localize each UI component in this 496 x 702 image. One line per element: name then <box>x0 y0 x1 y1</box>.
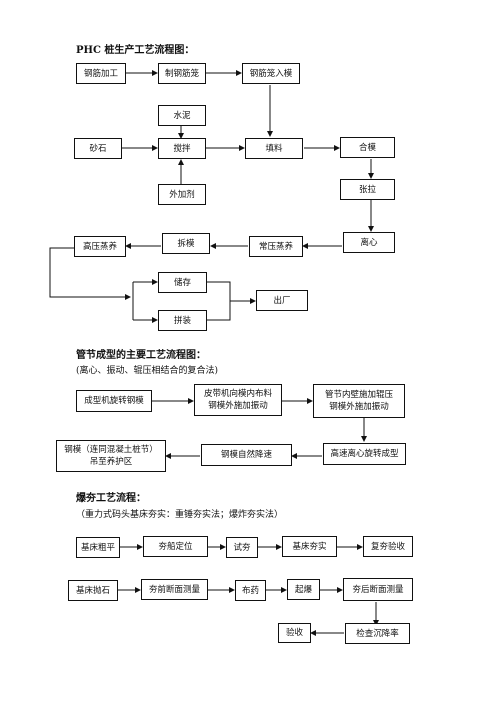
box-bed-rough-leveling: 基床粗平 <box>76 537 120 558</box>
section3-title: 爆夯工艺流程： <box>76 493 146 504</box>
box-pre-section-measure: 夯前断面测量 <box>141 579 208 600</box>
box-roller-press-line2: 钢模外施加振动 <box>329 402 389 412</box>
box-recheck: 复夯验收 <box>363 536 413 557</box>
box-mold-rotation: 成型机旋转钢模 <box>76 390 152 412</box>
box-lift-line1: 钢模（连同混凝土桩节） <box>64 445 158 455</box>
box-roller-press: 管节内壁施加辊压 钢模外施加振动 <box>313 384 405 418</box>
box-mold-closing: 合模 <box>340 137 395 158</box>
section3-subtitle: （重力式码头基床夯实：重锤夯实法；爆炸夯实法） <box>76 510 284 520</box>
box-storage: 储存 <box>158 272 207 293</box>
section1-title: PHC 桩生产工艺流程图： <box>76 45 195 56</box>
box-tensioning: 张拉 <box>340 179 395 200</box>
box-trial-ramming: 试夯 <box>226 537 258 558</box>
box-charging: 布药 <box>235 580 266 601</box>
box-post-section-measure: 夯后断面测量 <box>343 578 413 601</box>
section2-subtitle: (离心、振动、辊压相结合的复合法) <box>76 366 219 376</box>
box-settlement-check: 检查沉降率 <box>345 623 410 644</box>
section2-title: 管节成型的主要工艺流程图： <box>76 350 206 361</box>
box-normal-pressure-curing: 常压蒸养 <box>249 236 303 257</box>
line-storage-splice-merge <box>207 281 231 321</box>
box-belt-feed-line1: 皮带机向模内布料 <box>203 389 272 399</box>
box-centrifuge: 离心 <box>343 232 395 253</box>
box-high-pressure-curing: 高压蒸养 <box>74 236 126 257</box>
box-acceptance: 验收 <box>278 623 311 643</box>
box-slowdown: 钢模自然降速 <box>201 444 292 466</box>
box-additive: 外加剂 <box>158 184 206 205</box>
box-splicing: 拼装 <box>158 310 207 331</box>
box-sand-stone: 砂石 <box>74 138 122 159</box>
box-leave-factory: 出厂 <box>256 290 308 311</box>
box-bed-stone-throwing: 基床抛石 <box>68 580 118 601</box>
box-cement: 水泥 <box>158 105 206 126</box>
box-bed-ramming: 基床夯实 <box>282 536 337 557</box>
box-demolding: 拆模 <box>162 233 210 254</box>
box-cage-into-mold: 钢筋笼入模 <box>242 63 300 84</box>
box-filling: 填料 <box>245 138 303 159</box>
box-lift-to-curing: 钢模（连同混凝土桩节） 吊至养护区 <box>56 440 166 472</box>
box-detonation: 起爆 <box>287 579 320 600</box>
box-high-speed: 高速离心旋转成型 <box>323 443 406 465</box>
box-barge-positioning: 夯船定位 <box>143 536 208 557</box>
box-lift-line2: 吊至养护区 <box>89 457 133 467</box>
box-belt-feed-line2: 钢模外施加振动 <box>208 401 268 411</box>
box-belt-feed: 皮带机向模内布料 钢模外施加振动 <box>194 384 282 416</box>
box-rebar-processing: 钢筋加工 <box>76 63 126 84</box>
box-roller-press-line1: 管节内壁施加辊压 <box>324 390 393 400</box>
box-mixing: 搅拌 <box>158 138 206 159</box>
box-cage-making: 制钢筋笼 <box>158 63 206 84</box>
